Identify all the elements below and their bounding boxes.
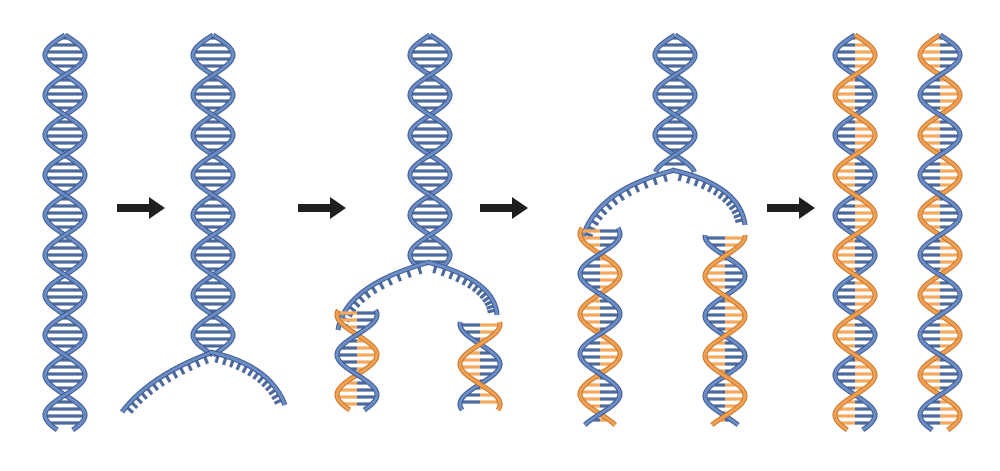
backbone-strand — [653, 33, 697, 173]
arrow-1 — [117, 197, 165, 219]
backbone-strand — [578, 227, 622, 427]
fork-arm-right-stage-2 — [209, 349, 288, 406]
backbone-strand — [209, 350, 287, 406]
fork-arm-left-stage-2 — [120, 349, 214, 414]
backbone-strand — [671, 168, 747, 226]
backbone-strand — [918, 33, 962, 432]
daughter-helix-right-stage-3 — [457, 321, 503, 412]
arrow-2 — [298, 197, 346, 219]
backbone-strand — [580, 168, 676, 241]
fork-arm-left-stage-4 — [579, 167, 676, 241]
backbone-strand — [43, 33, 87, 432]
backbone-strand — [335, 309, 379, 412]
daughter-helix-final-2 — [917, 32, 963, 433]
backbone-strand — [458, 321, 502, 411]
arrow-4 — [767, 197, 815, 219]
parent-helix-stage-4 — [652, 32, 698, 173]
parent-helix-stage-2 — [190, 32, 236, 358]
backbone-strand — [408, 33, 452, 267]
fork-arm-right-stage-4 — [671, 167, 748, 226]
backbone-strand — [833, 33, 877, 432]
backbone-strand — [918, 33, 962, 432]
backbone-strand — [426, 260, 499, 316]
daughter-helix-final-1 — [832, 32, 878, 433]
backbone-strand — [408, 33, 452, 267]
backbone-strand — [578, 227, 622, 427]
backbone-strand — [191, 33, 235, 357]
backbone-strand — [120, 350, 214, 413]
backbone-strand — [335, 309, 379, 412]
backbone-strand — [833, 33, 877, 432]
backbone-strand — [703, 234, 747, 427]
arrow-3 — [480, 197, 528, 219]
parent-helix-stage-3 — [407, 32, 453, 267]
backbone-strand-outline — [120, 349, 214, 414]
daughter-helix-right-stage-4 — [702, 234, 748, 427]
backbone-strand — [653, 33, 697, 173]
fork-arm-right-stage-3 — [426, 259, 500, 316]
backbone-strand — [458, 321, 502, 411]
backbone-strand — [703, 234, 747, 427]
daughter-helix-left-stage-4 — [577, 226, 623, 427]
backbone-strand — [43, 33, 87, 432]
parent-helix-stage-1 — [42, 32, 88, 433]
daughter-helix-left-stage-3 — [334, 308, 380, 413]
